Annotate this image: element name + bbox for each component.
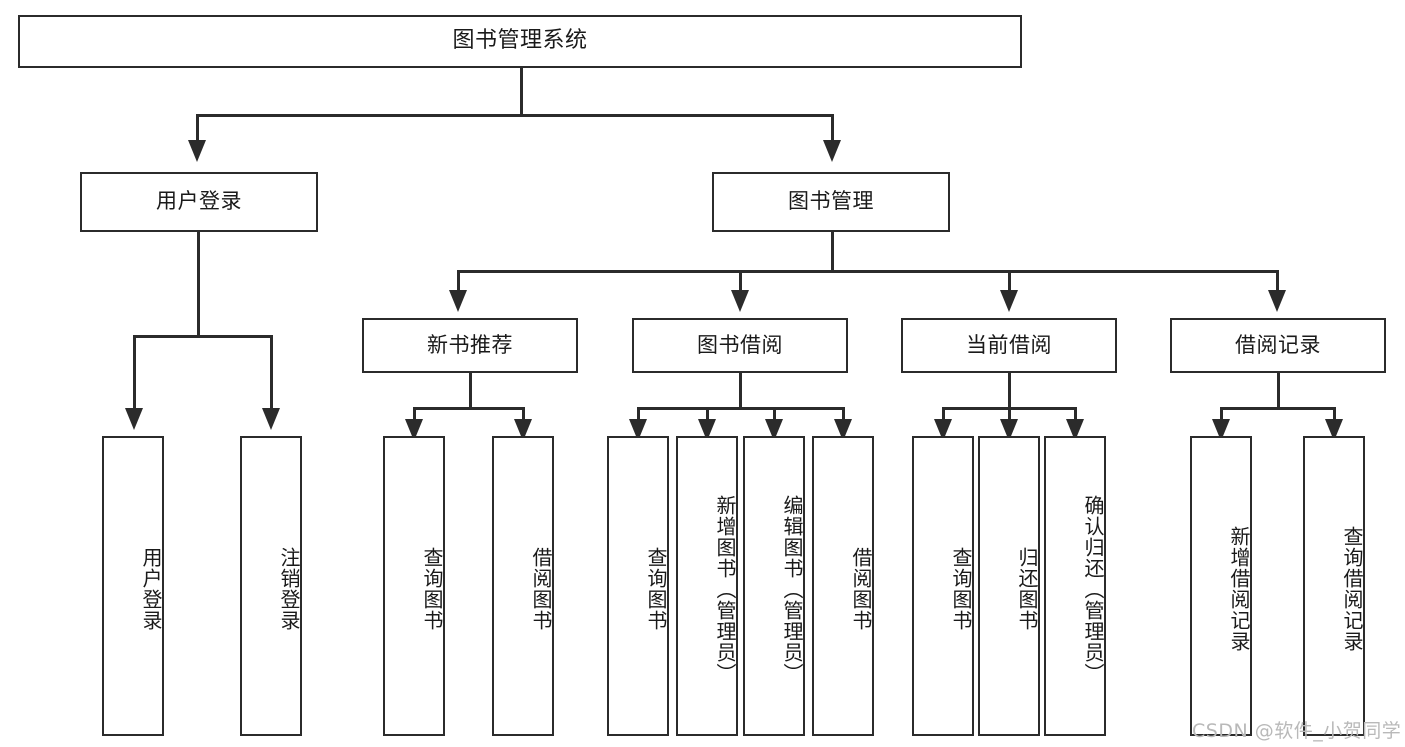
node-leaf-query-book-2[interactable]: 查询图书 [607, 436, 669, 736]
edge-root-bar [196, 114, 834, 117]
edge-book-management-stem [831, 232, 834, 273]
node-label: 借阅图书 [849, 547, 873, 631]
arrow-br-to-leaf-2 [1325, 419, 1343, 441]
node-label: 新书推荐 [427, 332, 513, 357]
node-book-borrow[interactable]: 图书借阅 [632, 318, 848, 373]
node-label: 借阅记录 [1235, 332, 1321, 357]
node-root-system[interactable]: 图书管理系统 [18, 15, 1022, 68]
edge-bb-to-leaf-2 [706, 407, 709, 421]
edge-bm-to-new-book [457, 270, 460, 292]
arrow-bm-to-borrow-record [1268, 290, 1286, 312]
edge-nbr-to-leaf-2 [522, 407, 525, 421]
node-label: 图书借阅 [697, 332, 783, 357]
edge-bb-to-leaf-1 [637, 407, 640, 421]
edge-root-to-book-management [831, 114, 834, 142]
edge-bm-to-borrow-record [1276, 270, 1279, 292]
node-leaf-borrow-book-1[interactable]: 借阅图书 [492, 436, 554, 736]
csdn-watermark: CSDN @软件_小贺同学 [1192, 720, 1402, 742]
edge-book-management-bar [457, 270, 1279, 273]
edge-bb-stem [739, 373, 742, 409]
node-label: 确认归还（管理员） [1081, 494, 1105, 684]
arrow-nbr-to-leaf-2 [514, 419, 532, 441]
node-new-book-recommend[interactable]: 新书推荐 [362, 318, 578, 373]
edge-bm-to-book-borrow [739, 270, 742, 292]
edge-bm-to-current-borrow [1008, 270, 1011, 292]
edge-cb-to-leaf-1 [942, 407, 945, 421]
node-label: 归还图书 [1015, 547, 1039, 631]
node-leaf-add-record[interactable]: 新增借阅记录 [1190, 436, 1252, 736]
edge-bb-bar [637, 407, 845, 410]
edge-cb-to-leaf-3 [1074, 407, 1077, 421]
node-leaf-user-logout[interactable]: 注销登录 [240, 436, 302, 736]
edge-root-to-user-login [196, 114, 199, 142]
node-leaf-borrow-book-2[interactable]: 借阅图书 [812, 436, 874, 736]
arrow-bm-to-book-borrow [731, 290, 749, 312]
arrow-bb-to-leaf-3 [765, 419, 783, 441]
node-label: 查询图书 [949, 547, 973, 631]
edge-cb-to-leaf-2 [1008, 407, 1011, 421]
arrow-cb-to-leaf-3 [1066, 419, 1084, 441]
node-label: 查询图书 [644, 547, 668, 631]
edge-br-stem [1277, 373, 1280, 409]
node-label: 用户登录 [156, 189, 242, 214]
edge-user-login-to-leaf-1 [133, 335, 136, 410]
edge-user-login-bar [133, 335, 271, 338]
node-book-management[interactable]: 图书管理 [712, 172, 950, 232]
arrow-bm-to-new-book [449, 290, 467, 312]
edge-br-bar [1220, 407, 1336, 410]
edge-cb-stem [1008, 373, 1011, 409]
arrow-user-login-to-leaf-1 [125, 408, 143, 430]
arrow-nbr-to-leaf-1 [405, 419, 423, 441]
node-label: 图书管理 [788, 189, 874, 214]
node-user-login[interactable]: 用户登录 [80, 172, 318, 232]
node-label: 借阅图书 [529, 547, 553, 631]
arrow-br-to-leaf-1 [1212, 419, 1230, 441]
edge-bb-to-leaf-4 [842, 407, 845, 421]
arrow-root-to-book-management [823, 140, 841, 162]
edge-bb-to-leaf-3 [773, 407, 776, 421]
edge-nbr-to-leaf-1 [413, 407, 416, 421]
node-label: 注销登录 [277, 547, 301, 631]
node-leaf-add-book[interactable]: 新增图书（管理员） [676, 436, 738, 736]
node-label: 新增图书（管理员） [713, 494, 737, 684]
node-leaf-confirm-return[interactable]: 确认归还（管理员） [1044, 436, 1106, 736]
node-leaf-return-book[interactable]: 归还图书 [978, 436, 1040, 736]
node-label: 用户登录 [139, 547, 163, 631]
arrow-user-login-to-leaf-2 [262, 408, 280, 430]
node-leaf-query-book-3[interactable]: 查询图书 [912, 436, 974, 736]
node-label: 当前借阅 [966, 332, 1052, 357]
arrow-cb-to-leaf-2 [1000, 419, 1018, 441]
edge-user-login-stem [197, 232, 200, 337]
arrow-root-to-user-login [188, 140, 206, 162]
edge-nbr-bar [413, 407, 525, 410]
edge-nbr-stem [469, 373, 472, 409]
arrow-bb-to-leaf-4 [834, 419, 852, 441]
node-label: 查询图书 [420, 547, 444, 631]
arrow-bm-to-current-borrow [1000, 290, 1018, 312]
node-label: 新增借阅记录 [1227, 526, 1251, 652]
edge-user-login-to-leaf-2 [270, 335, 273, 410]
node-label: 图书管理系统 [452, 28, 588, 54]
arrow-cb-to-leaf-1 [934, 419, 952, 441]
node-leaf-query-book-1[interactable]: 查询图书 [383, 436, 445, 736]
node-label: 查询借阅记录 [1340, 526, 1364, 652]
edge-br-to-leaf-2 [1333, 407, 1336, 421]
node-label: 编辑图书（管理员） [780, 494, 804, 684]
node-current-borrow[interactable]: 当前借阅 [901, 318, 1117, 373]
node-borrow-record[interactable]: 借阅记录 [1170, 318, 1386, 373]
arrow-bb-to-leaf-2 [698, 419, 716, 441]
edge-root-stem [520, 68, 523, 116]
node-leaf-edit-book[interactable]: 编辑图书（管理员） [743, 436, 805, 736]
node-leaf-user-login[interactable]: 用户登录 [102, 436, 164, 736]
edge-br-to-leaf-1 [1220, 407, 1223, 421]
node-leaf-query-record[interactable]: 查询借阅记录 [1303, 436, 1365, 736]
arrow-bb-to-leaf-1 [629, 419, 647, 441]
